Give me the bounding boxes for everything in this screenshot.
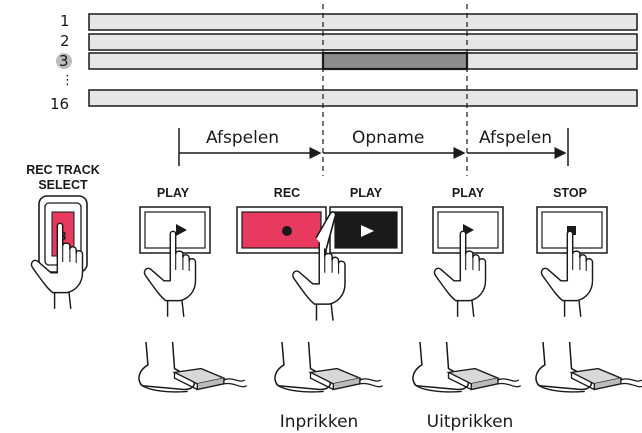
track-row-1 xyxy=(88,13,638,31)
section-record: Opname xyxy=(352,128,424,148)
record-icon xyxy=(282,226,292,236)
section-playback-1: Afspelen xyxy=(206,128,279,148)
track-label-1: 1 xyxy=(60,12,70,30)
play-label-2: PLAY xyxy=(350,186,383,200)
recorded-region xyxy=(321,51,469,71)
transport-stop: STOP xyxy=(536,186,608,318)
play-icon xyxy=(361,225,374,237)
track-row-2 xyxy=(88,33,638,51)
track-row-16 xyxy=(88,89,638,107)
rec-button[interactable] xyxy=(241,211,322,249)
section-playback-2: Afspelen xyxy=(479,128,552,148)
rec-track-select-group: REC TRACK SELECT 3 xyxy=(26,163,100,310)
timeline: Afspelen Opname Afspelen xyxy=(178,128,569,166)
play-label-3: PLAY xyxy=(452,186,485,200)
track-label-16: 16 xyxy=(50,95,69,113)
footswitch-icon xyxy=(412,341,522,393)
rec-label: REC xyxy=(274,186,300,200)
rec-track-select-label-2: SELECT xyxy=(38,178,88,192)
track-list: 1 2 3 ⋮ 16 xyxy=(50,12,638,113)
punch-out-label: Uitprikken xyxy=(427,412,514,432)
track-ellipsis: ⋮ xyxy=(61,73,74,88)
rec-track-select-label-1: REC TRACK xyxy=(26,163,100,177)
footswitch-row xyxy=(138,341,642,393)
stop-icon xyxy=(567,226,576,235)
transport-play-1: PLAY xyxy=(139,186,211,318)
footswitch-icon xyxy=(274,341,384,393)
second-finger xyxy=(315,211,337,251)
stop-label: STOP xyxy=(553,186,587,200)
footswitch-icon xyxy=(535,341,642,393)
selected-track-marker xyxy=(56,53,72,69)
play-label-1: PLAY xyxy=(157,186,190,200)
footswitch-icon xyxy=(138,341,248,393)
track-label-2: 2 xyxy=(60,32,70,50)
transport-play-3: PLAY xyxy=(432,186,504,318)
play-icon xyxy=(176,224,187,236)
track-label-3: 3 xyxy=(59,52,69,70)
punch-in-label: Inprikken xyxy=(280,412,359,432)
transport-rec-play: REC PLAY xyxy=(236,186,403,322)
